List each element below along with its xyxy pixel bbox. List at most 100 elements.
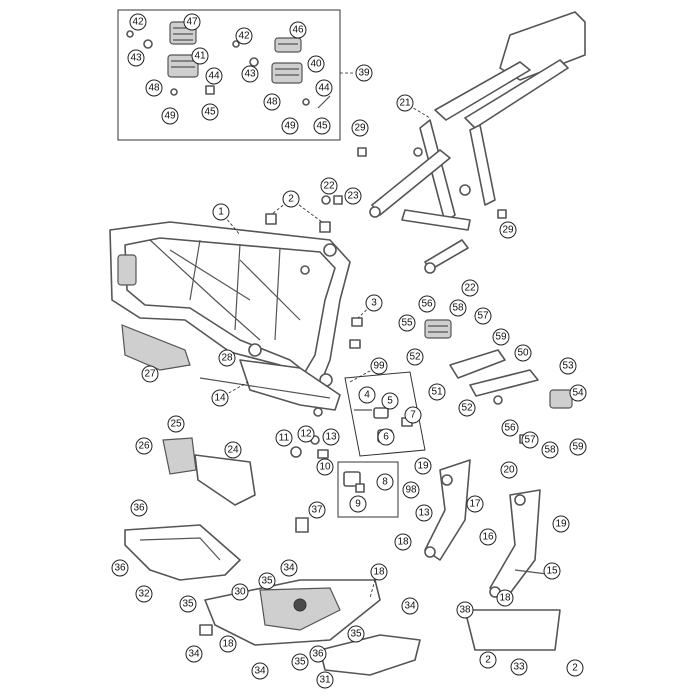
- callout-57a: 57: [474, 307, 492, 325]
- callout-53: 53: [559, 357, 577, 375]
- callout-label: 1: [218, 207, 224, 218]
- bolt-2: [265, 213, 277, 225]
- callout-label: 56: [504, 423, 516, 434]
- callouts: 42 47 43 41 44 48 49 45 42 46 43 40 44 4…: [111, 13, 587, 689]
- callout-27: 27: [141, 365, 159, 383]
- callout-label: 52: [409, 352, 421, 363]
- callout-label: 11: [279, 433, 290, 444]
- callout-9: 9: [349, 495, 367, 513]
- callout-label: 16: [482, 532, 494, 543]
- callout-label: 53: [562, 361, 574, 372]
- callout-34b: 34: [401, 597, 419, 615]
- callout-label: 35: [350, 629, 362, 640]
- callout-58a: 58: [449, 299, 467, 317]
- callout-label: 14: [214, 393, 226, 404]
- callout-5: 5: [381, 392, 399, 410]
- callout-48b: 48: [263, 93, 281, 111]
- callout-label: 18: [397, 537, 409, 548]
- callout-label: 12: [300, 429, 312, 440]
- callout-34d: 34: [251, 662, 269, 680]
- callout-56a: 56: [418, 295, 436, 313]
- fairing-32: [124, 524, 241, 581]
- callout-label: 4: [364, 390, 370, 401]
- callout-label: 22: [464, 283, 476, 294]
- callout-43a: 43: [127, 49, 145, 67]
- callout-label: 49: [284, 121, 296, 132]
- callout-label: 35: [182, 599, 194, 610]
- callout-label: 45: [204, 107, 216, 118]
- callout-label: 46: [292, 25, 304, 36]
- callout-22a: 22: [320, 177, 338, 195]
- inset-footpeg-right: [232, 37, 331, 109]
- callout-46: 46: [289, 21, 307, 39]
- callout-44a: 44: [205, 67, 223, 85]
- callout-label: 49: [164, 111, 176, 122]
- callout-label: 35: [294, 657, 306, 668]
- guard-31: [319, 634, 421, 676]
- callout-label: 58: [544, 445, 556, 456]
- callout-label: 3: [371, 298, 377, 309]
- callout-label: 44: [318, 83, 330, 94]
- callout-label: 21: [399, 98, 411, 109]
- part-3b: [349, 339, 361, 349]
- callout-48a: 48: [145, 79, 163, 97]
- callout-41: 41: [191, 47, 209, 65]
- callout-29a: 29: [351, 119, 369, 137]
- callout-4: 4: [358, 386, 376, 404]
- callout-label: 55: [401, 318, 413, 329]
- callout-label: 34: [254, 666, 266, 677]
- callout-18b: 18: [496, 589, 514, 607]
- callout-label: 31: [319, 675, 331, 686]
- callout-label: 18: [499, 593, 511, 604]
- callout-label: 19: [555, 519, 567, 530]
- callout-label: 42: [238, 31, 250, 42]
- callout-label: 17: [469, 499, 481, 510]
- callout-label: 29: [502, 225, 514, 236]
- callout-label: 44: [208, 71, 220, 82]
- callout-16: 16: [479, 528, 497, 546]
- callout-26: 26: [135, 437, 153, 455]
- callout-label: 27: [144, 369, 156, 380]
- callout-44b: 44: [315, 79, 333, 97]
- nut-23: [333, 195, 343, 205]
- callout-label: 32: [138, 589, 150, 600]
- callout-18a: 18: [394, 533, 412, 551]
- callout-34a: 34: [280, 559, 298, 577]
- block-37: [295, 517, 309, 533]
- callout-label: 29: [354, 123, 366, 134]
- callout-label: 57: [477, 311, 489, 322]
- callout-label: 57: [524, 435, 536, 446]
- callout-label: 34: [404, 601, 416, 612]
- callout-30: 30: [231, 583, 249, 601]
- callout-15: 15: [543, 562, 561, 580]
- screw-29a: [357, 147, 367, 157]
- callout-label: 2: [572, 663, 578, 674]
- callout-label: 19: [417, 461, 429, 472]
- callout-label: 13: [418, 508, 430, 519]
- callout-43b: 43: [241, 65, 259, 83]
- callout-21: 21: [396, 94, 414, 112]
- heel-guard-33: [464, 609, 561, 651]
- callout-18d: 18: [219, 635, 237, 653]
- callout-36c: 36: [309, 645, 327, 663]
- callout-38: 38: [456, 601, 474, 619]
- callout-label: 13: [325, 432, 337, 443]
- callout-59b: 59: [569, 438, 587, 456]
- callout-51: 51: [428, 383, 446, 401]
- callout-13a: 13: [322, 428, 340, 446]
- washer-22: [321, 195, 331, 205]
- callout-label: 34: [188, 649, 200, 660]
- callout-label: 5: [387, 396, 393, 407]
- callout-99: 99: [370, 357, 388, 375]
- callout-label: 33: [513, 662, 525, 673]
- callout-55: 55: [398, 314, 416, 332]
- callout-14: 14: [211, 389, 229, 407]
- callout-32: 32: [135, 585, 153, 603]
- callout-label: 40: [310, 59, 322, 70]
- callout-57b: 57: [521, 431, 539, 449]
- callout-label: 6: [383, 432, 389, 443]
- callout-19a: 19: [414, 457, 432, 475]
- callout-label: 23: [347, 191, 359, 202]
